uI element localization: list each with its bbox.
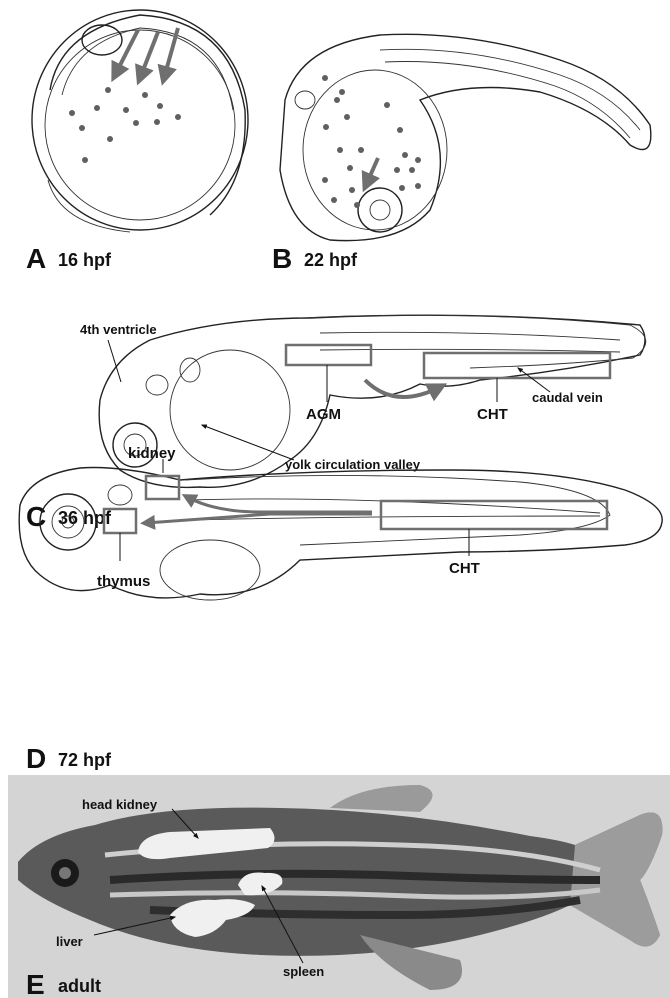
panel-e: head kidney liver spleen E adult bbox=[8, 775, 670, 998]
stage-label-d: 72 hpf bbox=[58, 750, 112, 770]
stage-label-b: 22 hpf bbox=[304, 250, 358, 270]
agm-box bbox=[286, 345, 371, 365]
arrows-16hpf bbox=[115, 28, 178, 78]
panel-letter-c: C bbox=[26, 501, 46, 532]
label-kidney: kidney bbox=[128, 445, 176, 462]
label-fourth-ventricle: 4th ventricle bbox=[80, 322, 157, 337]
stage-label-e: adult bbox=[58, 976, 101, 996]
panel-a: A 16 hpf bbox=[26, 10, 248, 274]
label-caudal-vein: caudal vein bbox=[532, 390, 603, 405]
panel-letter-d: D bbox=[26, 743, 46, 774]
label-agm: AGM bbox=[306, 406, 341, 423]
panel-d: kidney thymus CHT D 72 hpf bbox=[19, 445, 662, 774]
panel-b: B 22 hpf bbox=[272, 34, 651, 274]
label-spleen: spleen bbox=[283, 964, 324, 979]
cht-box-72hpf bbox=[381, 501, 607, 529]
embryo-22hpf-drawing bbox=[280, 34, 651, 240]
panel-letter-b: B bbox=[272, 243, 292, 274]
panel-letter-a: A bbox=[26, 243, 46, 274]
panel-letter-e: E bbox=[26, 969, 45, 998]
label-liver: liver bbox=[56, 934, 83, 949]
label-head-kidney: head kidney bbox=[82, 797, 158, 812]
label-cht-36hpf: CHT bbox=[477, 406, 508, 423]
blood-cells-22hpf bbox=[322, 75, 421, 208]
embryo-16hpf-drawing bbox=[32, 10, 248, 232]
agm-to-cht-arrow bbox=[365, 380, 440, 397]
stage-label-a: 16 hpf bbox=[58, 250, 112, 270]
label-cht-72hpf: CHT bbox=[449, 560, 480, 577]
label-thymus: thymus bbox=[97, 573, 150, 590]
blood-cells-16hpf bbox=[69, 87, 181, 163]
arrow-22hpf bbox=[366, 158, 378, 185]
